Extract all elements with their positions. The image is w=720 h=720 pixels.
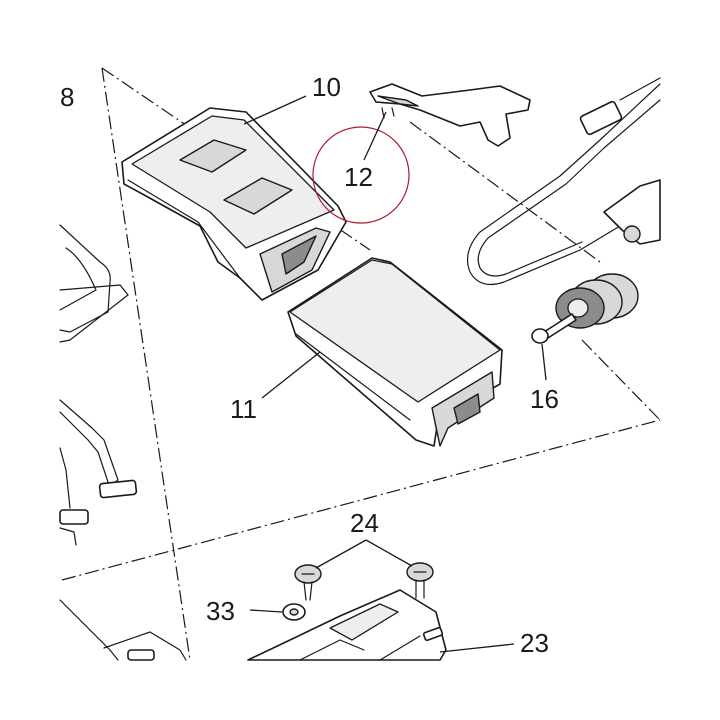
leader-11 bbox=[261, 351, 321, 399]
left-wire-upper bbox=[59, 399, 119, 487]
left-wire-stub bbox=[59, 527, 77, 546]
phantom-line-bottom bbox=[61, 419, 661, 581]
leader-16 bbox=[541, 343, 547, 381]
highlight-circle bbox=[312, 126, 410, 224]
left-wire-lower bbox=[59, 447, 71, 509]
label-11: 11 bbox=[230, 394, 257, 424]
left-bracket-top-base bbox=[59, 284, 129, 343]
cover-outline bbox=[369, 83, 531, 147]
part-23-bracket bbox=[247, 589, 447, 661]
left-partial-parts bbox=[59, 224, 187, 661]
bracket-23-slot bbox=[422, 626, 444, 642]
battery-top-face bbox=[289, 259, 501, 403]
screw-24-left-shank bbox=[303, 581, 313, 601]
part-16-screw bbox=[531, 313, 577, 344]
label-12: 12 bbox=[344, 162, 373, 192]
motor-hub bbox=[623, 225, 641, 243]
washer-33-hole bbox=[289, 608, 299, 616]
screw-16-head bbox=[531, 328, 549, 344]
phantom-line-left bbox=[101, 67, 191, 661]
holder-pad-2 bbox=[223, 177, 293, 215]
left-bracket-bottom bbox=[59, 599, 119, 661]
cover-lip bbox=[377, 95, 419, 107]
connector-lead bbox=[619, 77, 661, 101]
part-grommet bbox=[555, 273, 639, 329]
left-terminal-upper bbox=[98, 479, 138, 499]
holder-edge bbox=[127, 179, 241, 279]
label-16: 16 bbox=[530, 384, 559, 414]
label-33: 33 bbox=[206, 596, 235, 626]
left-bracket-top bbox=[59, 224, 111, 333]
left-bracket-slot bbox=[127, 649, 155, 661]
phantom-line-cover bbox=[409, 121, 601, 263]
label-23: 23 bbox=[520, 628, 549, 658]
label-24: 24 bbox=[350, 508, 379, 538]
left-bracket-top-inner bbox=[59, 247, 97, 311]
part-24-screws bbox=[294, 562, 434, 601]
battery-connector-socket bbox=[453, 393, 481, 425]
connector-plug bbox=[579, 100, 623, 136]
leader-lines bbox=[243, 95, 547, 653]
left-terminal-lower bbox=[59, 509, 89, 525]
holder-top-face bbox=[131, 115, 335, 249]
leader-10 bbox=[243, 95, 307, 125]
part-10-battery-holder bbox=[121, 107, 347, 301]
leader-33 bbox=[249, 609, 283, 613]
part-wire-connector bbox=[467, 77, 661, 285]
motor-housing bbox=[603, 179, 661, 245]
label-8: 8 bbox=[60, 82, 74, 112]
part-12-cover bbox=[369, 83, 531, 147]
part-11-battery-pack bbox=[287, 257, 503, 447]
holder-opening-inner bbox=[281, 235, 317, 275]
battery-edge bbox=[295, 333, 411, 421]
part-33-washer bbox=[282, 603, 306, 621]
left-bracket-bottom-2 bbox=[103, 631, 187, 661]
grommet-hole bbox=[567, 298, 589, 318]
part-labels: 8 10 11 12 16 23 24 33 bbox=[60, 72, 559, 658]
phantom-line-grommet bbox=[581, 339, 661, 421]
wire-loop-inner bbox=[477, 99, 661, 277]
wire-loop-outer bbox=[467, 83, 661, 285]
label-10: 10 bbox=[312, 72, 341, 102]
leader-12 bbox=[363, 111, 387, 161]
screw-24-right-shank bbox=[415, 579, 425, 599]
bracket-23-ribs bbox=[299, 635, 421, 661]
left-wire-upper-2 bbox=[59, 411, 109, 483]
leader-24 bbox=[315, 539, 413, 569]
holder-pad-1 bbox=[179, 139, 247, 173]
leader-23 bbox=[439, 643, 515, 653]
bracket-23-tab bbox=[329, 603, 399, 641]
